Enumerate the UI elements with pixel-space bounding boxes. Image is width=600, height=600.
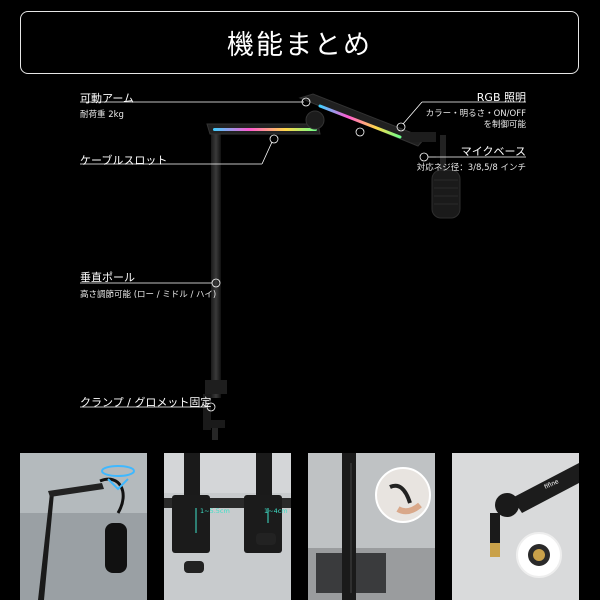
vertical-pole bbox=[211, 130, 221, 398]
label-pole-sub: 高さ調節可能 (ロー / ミドル / ハイ) bbox=[80, 290, 217, 300]
label-pole: 垂直ポール bbox=[80, 271, 135, 284]
elbow-joint bbox=[305, 110, 325, 130]
photo-clamp-range: 1~5.5cm 1~4cm bbox=[164, 453, 291, 600]
clamp-top bbox=[205, 380, 227, 394]
clamp-dim-1: 1~5.5cm bbox=[200, 507, 230, 515]
label-mic-base-sub: 対応ネジ径：3/8,5/8 インチ bbox=[416, 163, 526, 173]
product-diagram: 可動アーム 耐荷重 2kg ケーブルスロット 垂直ポール 高さ調節可能 (ロー … bbox=[0, 80, 600, 450]
label-cable-slot: ケーブルスロット bbox=[80, 154, 168, 167]
label-rgb: RGB 照明 bbox=[476, 91, 526, 104]
title-box: 機能まとめ bbox=[20, 11, 579, 74]
label-rgb-sub2: を制御可能 bbox=[483, 120, 526, 130]
photo-arm-rotation bbox=[20, 453, 147, 600]
label-rgb-sub1: カラー・明るさ・ON/OFF bbox=[425, 109, 526, 119]
label-arm: 可動アーム bbox=[80, 92, 135, 105]
photo-strip: 1~5.5cm 1~4cm fifine bbox=[0, 453, 600, 600]
photo-mic-adapter: fifine bbox=[452, 453, 579, 600]
mic-arm-illustration bbox=[80, 93, 526, 440]
microphone bbox=[431, 169, 461, 219]
label-mic-base: マイクベース bbox=[460, 145, 526, 158]
label-clamp: クランプ / グロメット固定 bbox=[80, 396, 212, 409]
rgb-strip-upper bbox=[318, 104, 402, 139]
rgb-strip-lower bbox=[213, 128, 317, 131]
mic-mount bbox=[410, 132, 436, 142]
photo-cable-management bbox=[308, 453, 435, 600]
clamp-screw bbox=[212, 428, 218, 440]
page-title: 機能まとめ bbox=[227, 30, 372, 61]
clamp-body bbox=[203, 394, 211, 430]
mic-holder bbox=[440, 135, 446, 180]
clamp-dim-2: 1~4cm bbox=[264, 507, 288, 515]
label-arm-sub: 耐荷重 2kg bbox=[80, 110, 124, 120]
